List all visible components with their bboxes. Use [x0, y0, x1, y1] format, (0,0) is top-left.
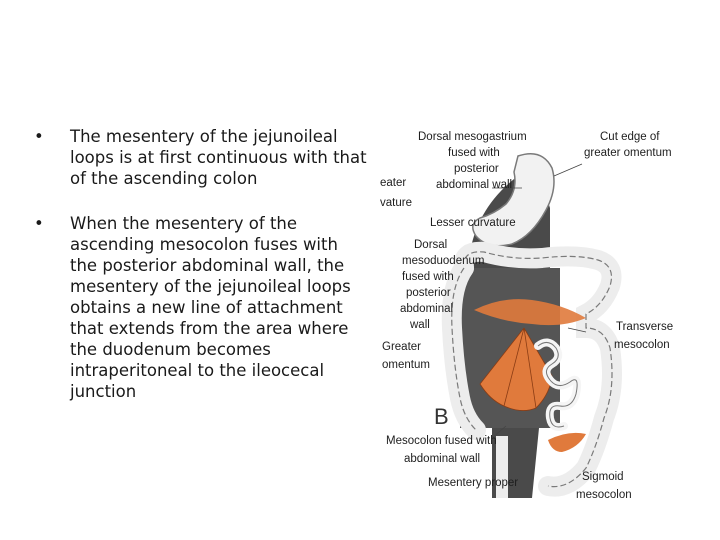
- bullet-marker: •: [34, 214, 44, 233]
- label-dorsal-mesoduodenum-3: fused with: [402, 271, 454, 283]
- label-cut-edge: Cut edge of: [600, 131, 660, 143]
- label-dorsal-mesoduodenum-6: wall: [409, 319, 430, 331]
- label-mesocolon-fused: Mesocolon fused with: [386, 435, 497, 447]
- label-dorsal-mesogastrium-2: fused with: [448, 147, 500, 159]
- label-dorsal-mesogastrium-3: posterior: [454, 163, 499, 175]
- bullet-item: • The mesentery of the jejunoileal loops…: [22, 126, 367, 189]
- label-dorsal-mesogastrium: Dorsal mesogastrium: [418, 131, 527, 143]
- label-mesocolon-fused-2: abdominal wall: [404, 453, 480, 465]
- label-transverse-mesocolon: Transverse: [616, 321, 673, 333]
- label-dorsal-mesoduodenum-2: mesoduodenum: [402, 255, 484, 267]
- bullet-marker: •: [34, 127, 44, 146]
- label-dorsal-mesoduodenum-5: abdominal: [400, 303, 453, 315]
- mesentery-diagram: Dorsal mesogastrium fused with posterior…: [380, 131, 673, 501]
- bullet-list: • The mesentery of the jejunoileal loops…: [22, 126, 367, 402]
- label-lesser-curvature: Lesser curvature: [430, 217, 516, 229]
- label-cut-edge-2: greater omentum: [584, 147, 672, 159]
- label-dorsal-mesogastrium-4: abdominal wall: [436, 179, 512, 191]
- label-transverse-mesocolon-2: mesocolon: [614, 339, 670, 351]
- label-greater-curvature: eater: [380, 177, 406, 189]
- label-sigmoid-mesocolon: Sigmoid: [582, 471, 624, 483]
- transverse-mesocolon: [474, 299, 586, 326]
- label-sigmoid-mesocolon-2: mesocolon: [576, 489, 632, 501]
- label-mesentery-proper: Mesentery proper: [428, 477, 518, 489]
- anatomy-figure: Dorsal mesogastrium fused with posterior…: [372, 118, 692, 508]
- bullet-text: When the mesentery of the ascending meso…: [70, 214, 351, 401]
- label-greater-omentum: Greater: [382, 341, 421, 353]
- label-greater-omentum-2: omentum: [382, 359, 430, 371]
- mesentery-proper: [479, 327, 553, 411]
- sigmoid-mesocolon: [548, 432, 586, 452]
- bullet-text: The mesentery of the jejunoileal loops i…: [70, 127, 367, 188]
- panel-letter: B: [434, 404, 449, 429]
- leader-lines: [491, 163, 587, 439]
- label-greater-curvature-2: vature: [380, 197, 412, 209]
- label-dorsal-mesoduodenum-4: posterior: [406, 287, 451, 299]
- bullet-item: • When the mesentery of the ascending me…: [22, 213, 367, 402]
- label-dorsal-mesoduodenum: Dorsal: [414, 239, 447, 251]
